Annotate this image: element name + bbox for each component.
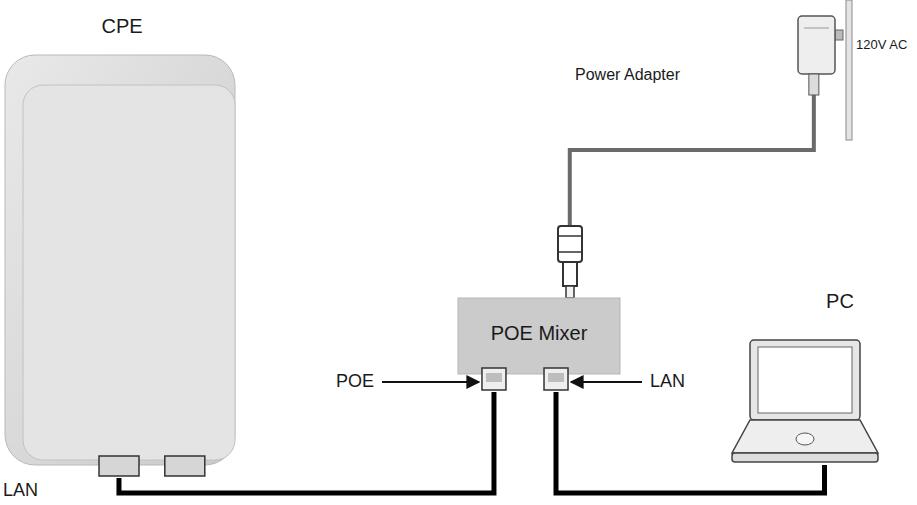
node-title: CPE [101,15,142,38]
plug-ring [558,235,582,237]
adapter-seam [804,28,829,29]
laptop-pc-shape [730,335,880,465]
touchpad [796,433,814,445]
laptop-pc: PC [730,335,880,465]
node-title: PC [826,290,854,313]
node-title: POE Mixer [491,322,588,345]
port-label: POE [336,371,374,392]
rj45-port [99,456,139,476]
adapter-body [798,16,835,74]
poe-mixer-shape [458,298,620,392]
rj45-port [544,368,568,390]
rj45-port [482,368,506,390]
plug-pin [566,286,574,298]
rj45-port [165,456,205,476]
wall [846,0,852,140]
laptop-screen [758,347,852,413]
power-cord [570,95,814,298]
power-adapter: Power Adapter [790,8,843,95]
power-adapter-shape [790,8,843,95]
plug-ring [558,251,582,253]
laptop-lid [750,340,860,420]
node-title: Power Adapter [575,66,680,84]
plug-tip [563,262,577,286]
port-label: LAN [3,480,38,501]
adapter-prong [835,30,843,40]
dc-plug [558,226,582,262]
leader-arrow [382,381,479,383]
port-opening [486,373,502,382]
cpe-unit: CPE [5,55,240,478]
laptop-front [732,453,878,462]
cpe-front-panel [23,85,235,460]
laptop-base [732,420,878,453]
poe-mixer: POE Mixer [458,298,620,392]
cpe-housing [5,55,235,465]
leader-arrow [571,381,642,383]
mixer-box [458,298,620,374]
adapter-strain-relief [809,74,819,95]
voltage-label: 120V AC [856,38,907,53]
port-label: LAN [650,371,685,392]
port-opening [548,373,564,382]
cpe-unit-shape [5,55,240,478]
